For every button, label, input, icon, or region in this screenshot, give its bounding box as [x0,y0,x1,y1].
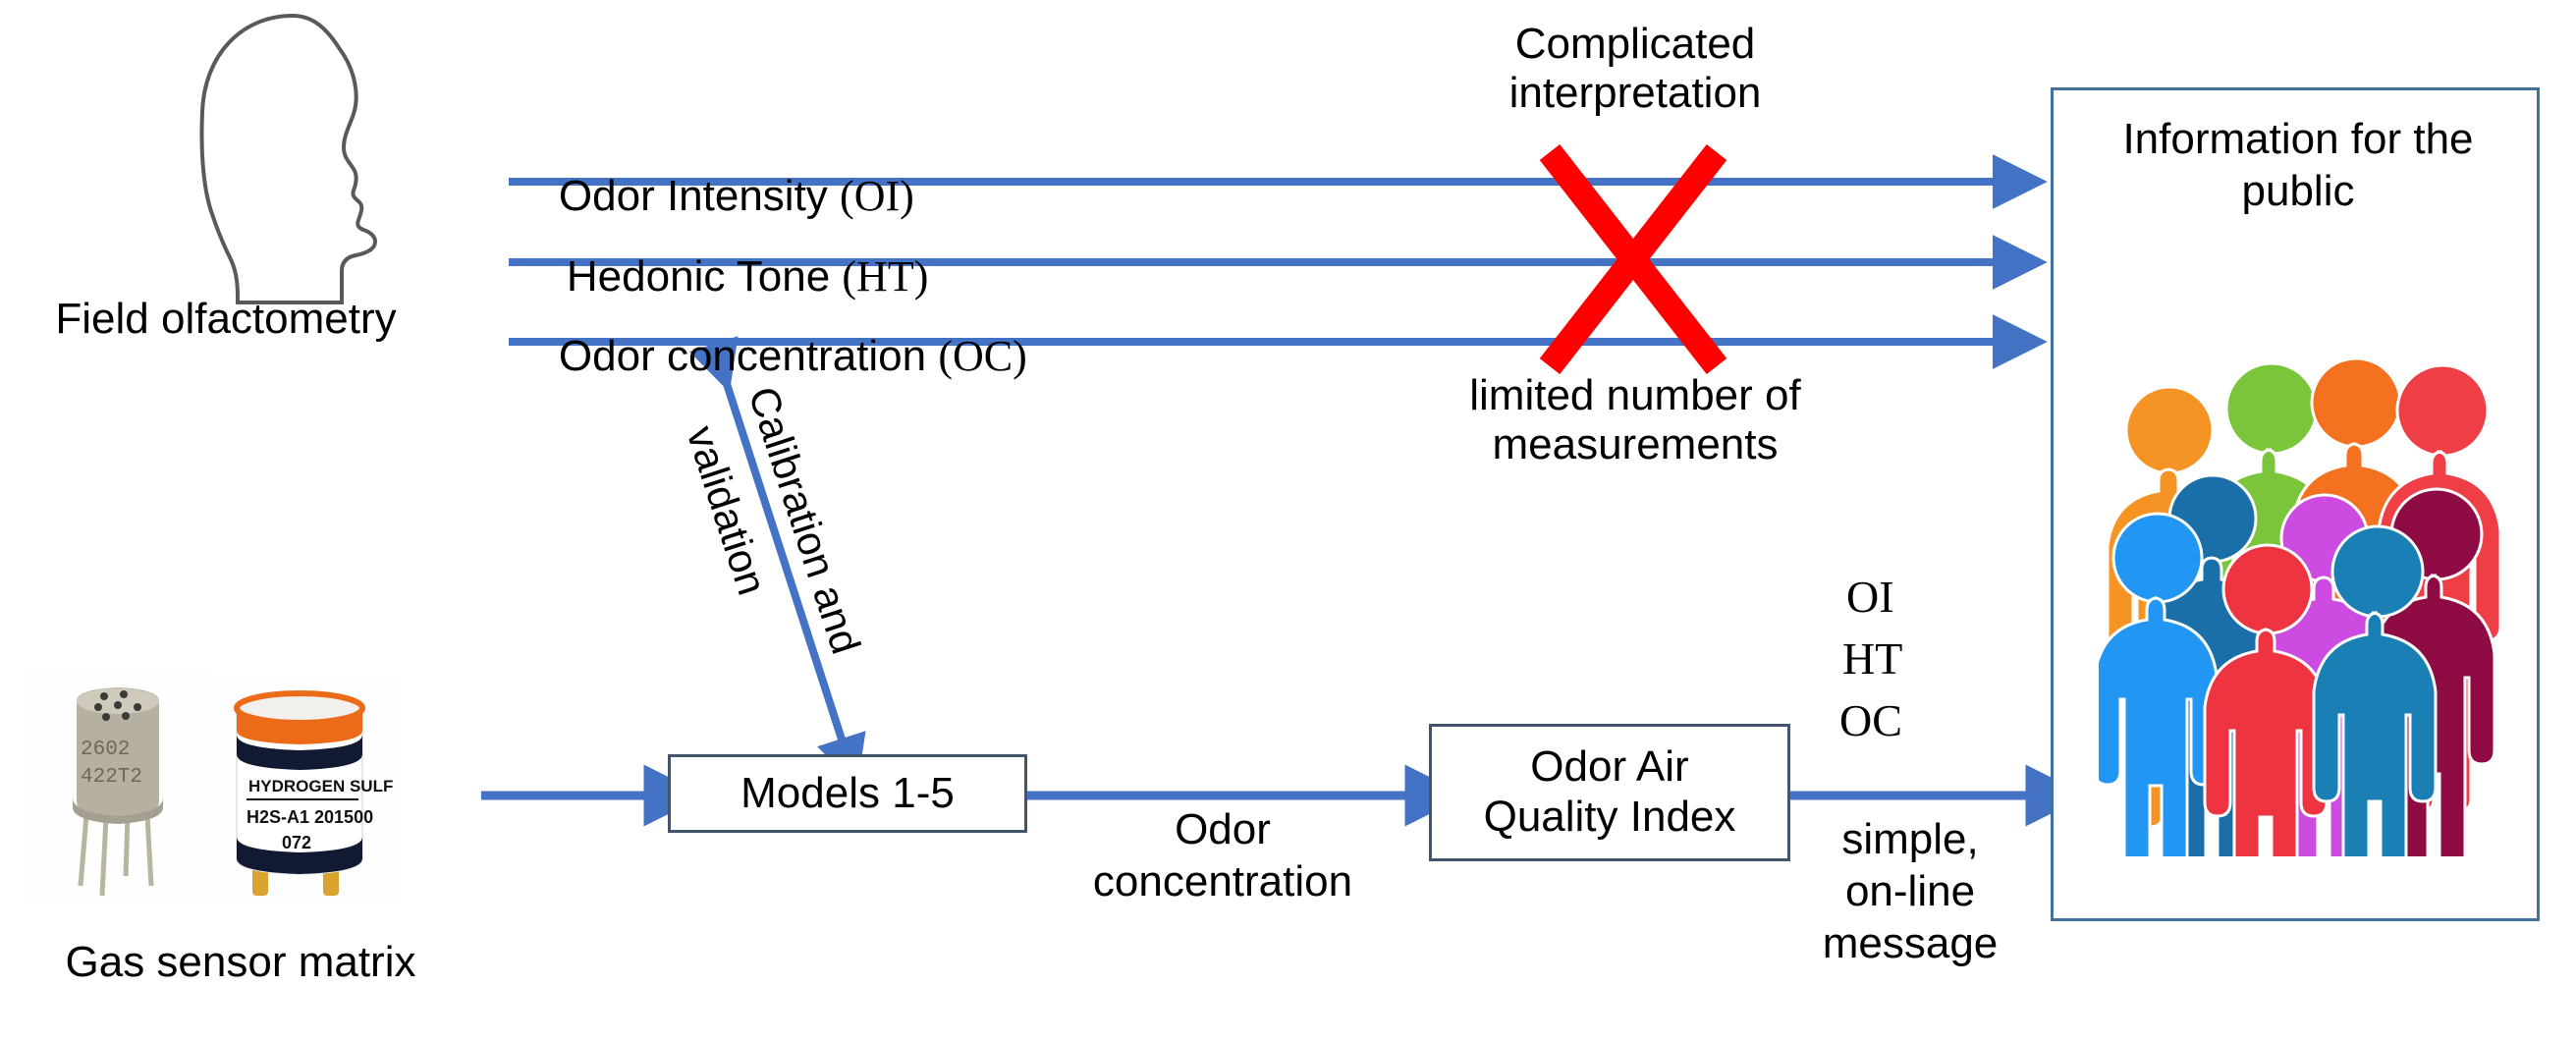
h2s-sensor-label-line2: H2S-A1 201500 [247,807,373,827]
information-for-public-panel: Information for the public [2051,87,2540,921]
red-cross-icon [1539,144,1727,374]
odor-concentration-arrow-label-line2: concentration [1092,857,1353,905]
message-abbr-ht: HT [1842,633,1903,684]
flow-label-odor-intensity: Odor Intensity (OI) [511,124,914,269]
models-box-label: Models 1-5 [740,768,955,817]
metal-can-sensor-image: 2602 422T2 [29,668,206,904]
odor-air-quality-index-box[interactable]: Odor Air Quality Index [1429,724,1790,861]
message-line-online: on-line [1844,867,1976,915]
metal-can-sensor-code-line1: 2602 [81,739,130,761]
flow-label-odor-concentration-abbr: (OC) [938,332,1027,381]
odor-air-quality-index-line2: Quality Index [1483,793,1736,841]
h2s-sensor-label-line1: HYDROGEN SULF [248,777,393,795]
limited-measurements-line2: measurements [1492,420,1779,468]
h2s-sensor-image: HYDROGEN SULF H2S-A1 201500 072 [201,676,398,904]
gas-sensor-photos: 2602 422T2 HYDROGEN SULF H2S-A1 201500 0… [20,668,481,904]
flow-label-odor-concentration-name: Odor concentration [558,332,939,381]
odor-air-quality-index-line1: Odor Air [1530,742,1689,792]
flow-label-odor-concentration: Odor concentration (OC) [511,284,1027,429]
crowd-figure-red-front [2203,543,2329,856]
h2s-sensor-label-line3: 072 [282,833,311,852]
models-box[interactable]: Models 1-5 [668,754,1027,833]
flow-label-hedonic-tone-abbr: (HT) [842,252,929,302]
flow-label-odor-intensity-abbr: (OI) [840,172,914,221]
limited-measurements-line1: limited number of [1469,371,1801,419]
public-panel-title-line1: Information for the [2122,115,2474,163]
flow-label-odor-intensity-name: Odor Intensity [558,172,841,221]
complicated-interpretation-line2: interpretation [1508,69,1762,117]
crowd-of-people-icon [2099,356,2502,856]
odor-concentration-arrow-label-line1: Odor [1175,805,1271,853]
crowd-figure-lightblue-front [2099,512,2219,856]
message-abbr-oc: OC [1839,695,1902,745]
complicated-interpretation-line1: Complicated [1514,20,1756,68]
message-abbr-oi: OI [1846,572,1894,622]
public-panel-title-line2: public [2241,167,2355,215]
head-profile-icon [199,13,378,304]
metal-can-sensor-code-line2: 422T2 [81,766,142,789]
message-line-simple: simple, [1841,815,1979,863]
message-line-message: message [1822,919,1999,967]
crowd-figure-blue-front [2312,524,2438,856]
flow-label-hedonic-tone: Hedonic Tone (HT) [519,204,928,350]
field-olfactometry-caption: Field olfactometry [55,295,397,343]
gas-sensor-matrix-caption: Gas sensor matrix [65,938,416,986]
flow-label-hedonic-tone-name: Hedonic Tone [566,252,843,302]
